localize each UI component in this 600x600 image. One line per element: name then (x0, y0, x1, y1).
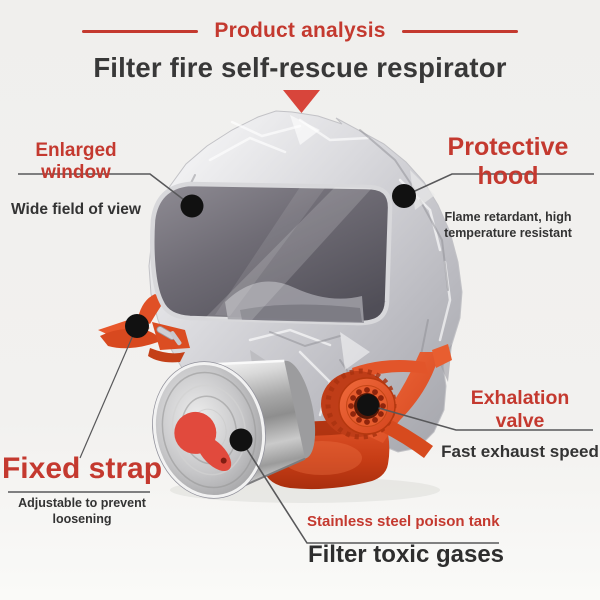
down-triangle-icon (283, 90, 320, 113)
callout-hood-desc: Flame retardant, high temperature resist… (444, 210, 572, 240)
eyebrow-rule-right (401, 29, 518, 33)
strap-graphics-left (98, 294, 190, 363)
callout-tank-desc: Filter toxic gases (307, 541, 505, 568)
callout-hood: Protective hood Flame retardant, high te… (420, 133, 596, 241)
canister-red-key (174, 411, 232, 472)
callout-line-strap (79, 325, 138, 459)
callout-line-window (18, 173, 193, 207)
callout-dot-window (180, 194, 204, 218)
callout-window-label: Enlarged window (35, 140, 117, 183)
valve-holes (348, 387, 386, 425)
callout-strap-label: Fixed strap (1, 452, 163, 485)
callout-dots (125, 184, 416, 452)
callout-dot-tank (229, 428, 253, 452)
callout-strap-desc: Adjustable to prevent loosening (18, 496, 146, 526)
callout-window: Enlarged window Wide field of view (0, 140, 152, 219)
eyebrow-rule-left (82, 29, 199, 33)
callout-line-hood (403, 173, 594, 197)
visor-graphic (150, 181, 393, 326)
callout-valve: Exhalation valve Fast exhaust speed (432, 387, 600, 462)
callout-dot-hood (392, 184, 416, 208)
callout-hood-label: Protective hood (447, 133, 569, 190)
callout-valve-desc: Fast exhaust speed (441, 442, 599, 461)
callout-line-tank (240, 439, 499, 544)
callout-strap: Fixed strap Adjustable to prevent loosen… (0, 452, 164, 527)
callout-tank-label: Stainless steel poison tank (307, 513, 500, 530)
callout-valve-label: Exhalation valve (470, 387, 570, 432)
callout-line-valve (367, 404, 593, 431)
filter-canister-graphic (152, 359, 316, 499)
page-title: Filter fire self-rescue respirator (93, 52, 507, 83)
callout-lines (8, 173, 594, 544)
header-eyebrow: Product analysis (0, 19, 600, 43)
eyebrow-title: Product analysis (214, 19, 386, 42)
callout-dot-strap (125, 314, 149, 338)
callout-window-desc: Wide field of view (11, 201, 141, 218)
callout-dot-valve (357, 394, 379, 416)
